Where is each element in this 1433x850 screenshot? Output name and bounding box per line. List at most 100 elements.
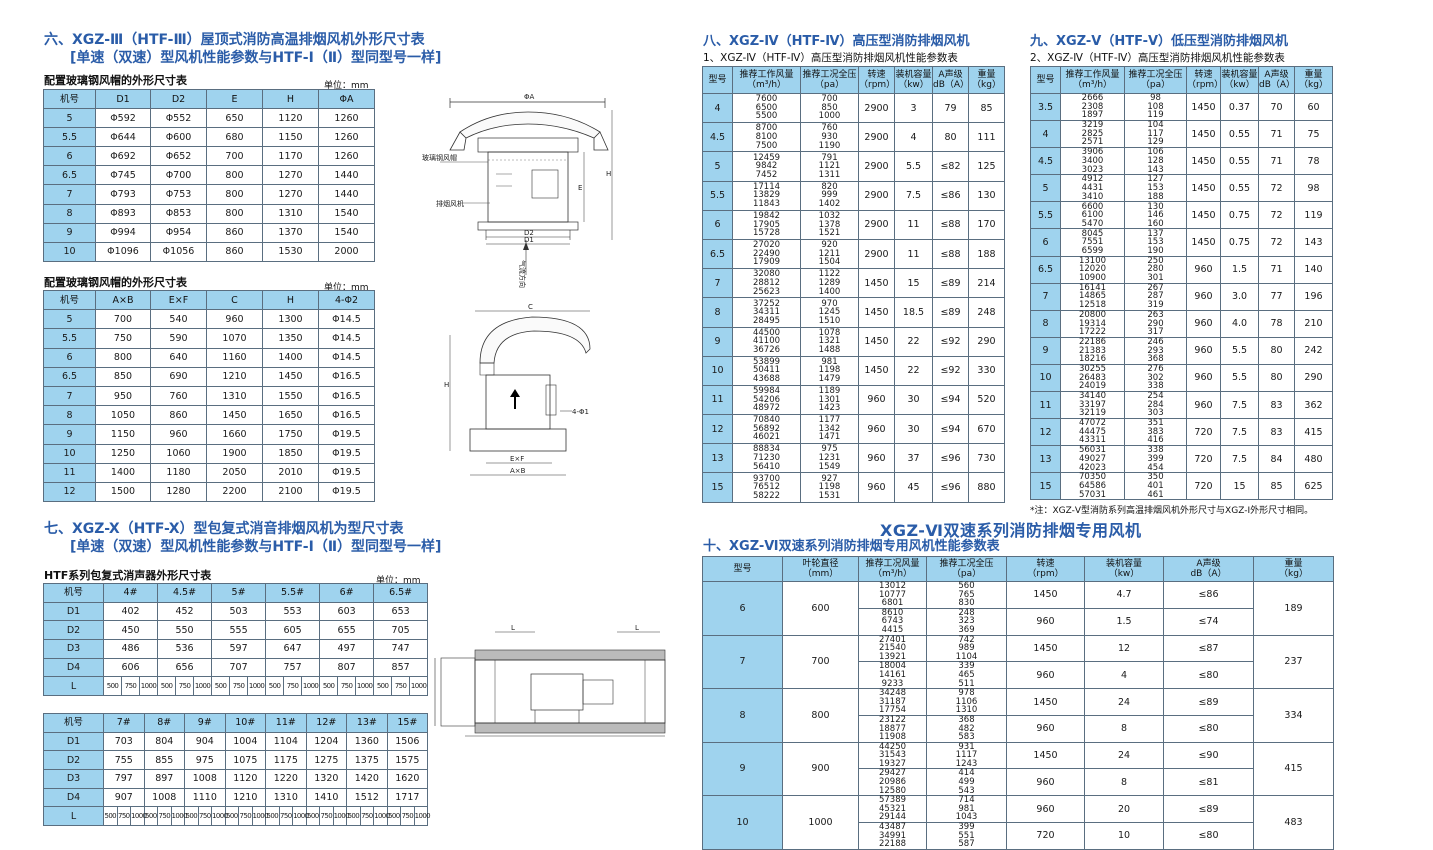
perf-value-line: 14865 (1078, 291, 1107, 302)
perf-model-cell: 13 (1030, 445, 1061, 474)
perf-value-line: 1521 (818, 228, 841, 239)
t7b-cell: 1575 (386, 750, 429, 771)
perf-value-line: 2571 (1081, 137, 1104, 148)
t6b-cell: 1250 (95, 443, 151, 464)
sec10-title: 十、XGZ-Ⅵ双速系列消防排烟专用风机性能参数表 (703, 539, 1000, 554)
perf-value-line: 129 (1147, 137, 1164, 148)
perf-cell: 60 (1294, 92, 1333, 122)
t7a-cell: 497 (319, 639, 375, 659)
perf-value-line: 153 (1147, 183, 1164, 194)
t7b-cell: 1104 (265, 731, 307, 752)
perf-cell: 960 (1186, 255, 1221, 284)
dual-header-line: 推荐工况全压 (939, 559, 994, 569)
perf-cell: 70 (1258, 92, 1295, 122)
sec6-table1-unit: 单位：mm (324, 81, 369, 91)
t6a-row-label: 5.5 (43, 127, 96, 148)
perf-header-line: （kw） (1224, 80, 1255, 90)
perf-cell: 79 (932, 92, 969, 124)
perf-value-line: 284 (1147, 399, 1164, 410)
dual-value-line: 1243 (955, 758, 978, 769)
perf-value-line: 43311 (1078, 435, 1107, 446)
perf-cell: 85 (1258, 472, 1295, 501)
perf-cell: ≤89 (932, 268, 969, 299)
t7a-header-cell: 4.5# (157, 583, 213, 603)
perf-value-line: 12459 (752, 152, 781, 163)
dual-header-line: （kg） (1279, 569, 1308, 579)
perf-value-line: 130 (1147, 201, 1164, 212)
perf-cell: 2900 (858, 122, 895, 153)
perf-model-cell: 4 (702, 92, 733, 124)
perf-value-line: 28812 (752, 277, 781, 288)
dual-weight-cell: 237 (1253, 634, 1334, 690)
t6b-cell: Φ14.5 (318, 328, 375, 349)
table-header-row: 型号推荐工作风量（m³/h）推荐工况全压（pa）转速（rpm）装机容量（kw）A… (702, 66, 1005, 94)
t6b-cell: 690 (150, 366, 207, 387)
perf-value-line: 104 (1147, 120, 1164, 131)
perf-cell: 1.5 (1220, 255, 1259, 284)
sec8-table-caption: 1、XGZ-Ⅳ（HTF-Ⅳ）高压型消防排烟风机性能参数表 (703, 52, 958, 64)
perf-value-line: 1510 (818, 315, 841, 326)
t7a-length-cell: 750 (283, 676, 303, 697)
perf-cell: 214 (968, 268, 1005, 299)
perf-value-line: 1000 (818, 111, 841, 122)
perf-cell: 30 (894, 414, 933, 445)
t7b-cell: 1120 (224, 769, 267, 789)
dual-value-line: 399 (958, 822, 975, 833)
t7a-length-cell: 750 (175, 676, 195, 697)
perf-value-line: 22490 (752, 248, 781, 259)
dual-value-line: 45321 (878, 803, 907, 814)
t6a-row-label: 5 (43, 108, 96, 129)
perf-header-line: （kw） (898, 80, 929, 90)
dual-value-line: 23122 (878, 714, 907, 725)
perf-value-line: 401 (1147, 481, 1164, 492)
perf-cell: 3.0 (1220, 282, 1259, 311)
sec6-table2-caption: 配置玻璃钢风帽的外形尺寸表 (44, 276, 187, 289)
perf-cell: 30 (894, 384, 933, 416)
t6a-cell: 1370 (262, 222, 319, 243)
t6b-cell: 2100 (262, 481, 319, 503)
dim-phia-label: ΦA (524, 93, 535, 101)
t6b-cell: 1060 (150, 443, 207, 464)
sec7-title: 七、XGZ-X（HTF-X）型包复式消音排烟风机为型尺寸表 (44, 521, 404, 537)
t6a-cell: 700 (206, 146, 263, 167)
perf-value-line: 1177 (818, 415, 841, 426)
dual-cell: 720 (1006, 822, 1085, 850)
perf-value-line: 76512 (752, 482, 781, 493)
perf-model-cell: 6 (1030, 228, 1061, 257)
perf-value-line: 850 (821, 102, 838, 113)
perf-value-line: 19842 (752, 210, 781, 221)
dual-header-line: （kw） (1108, 569, 1140, 579)
perf-value-line: 1479 (818, 374, 841, 385)
perf-cell: 1450 (1186, 120, 1221, 149)
perf-value-line: 1121 (818, 161, 841, 172)
t7a-length-cell: 500 (319, 676, 339, 697)
dual-value-line: 4415 (881, 624, 904, 635)
t6a-cell: Φ692 (95, 146, 151, 167)
perf-model-cell: 6.5 (1030, 255, 1061, 284)
dual-value-line: 511 (958, 678, 975, 689)
t6b-cell: 1750 (262, 424, 319, 445)
perf-cell: 670 (968, 414, 1005, 445)
t7b-header-cell: 13# (346, 713, 388, 733)
t7b-cell: 1717 (386, 787, 429, 808)
t6b-row-label: 6 (43, 347, 96, 368)
